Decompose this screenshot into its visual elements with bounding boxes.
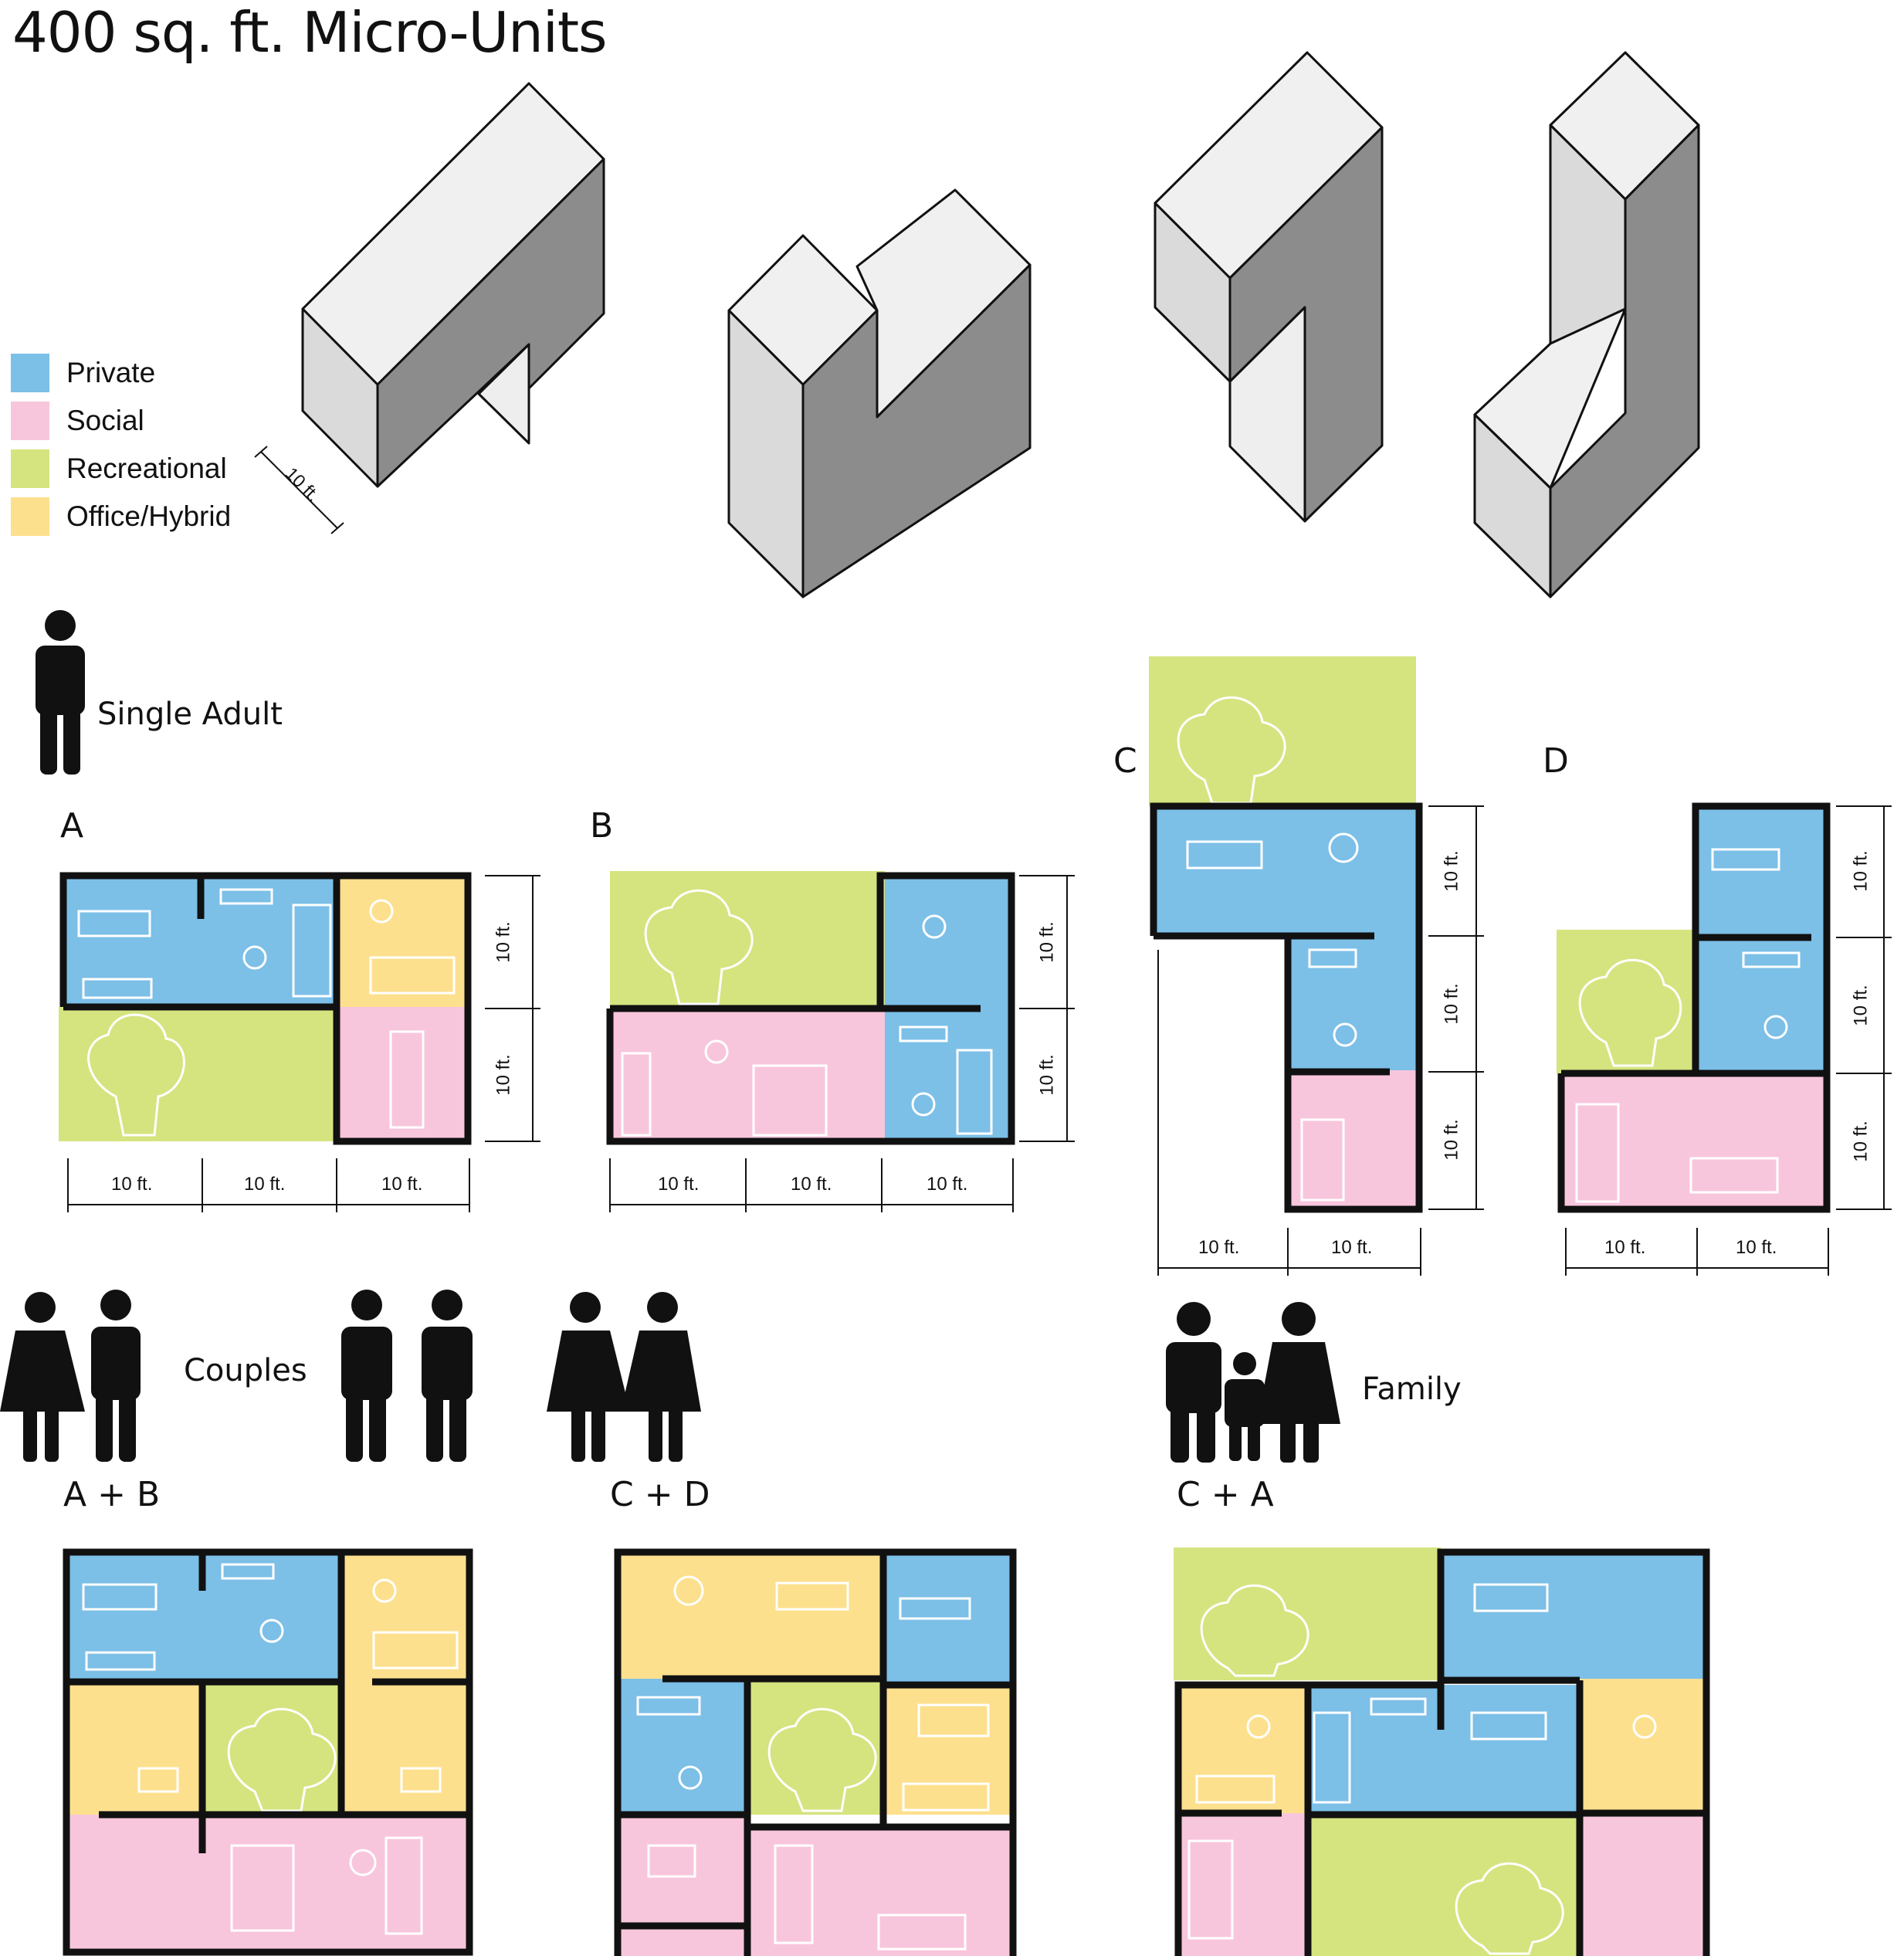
unit-d-label: D [1543, 741, 1569, 781]
plan-d-width-1: 10 ft. [1604, 1237, 1646, 1258]
plan-b-height-2: 10 ft. [1036, 1054, 1058, 1096]
plan-d-height-3: 10 ft. [1850, 1120, 1872, 1162]
plan-a-width-3: 10 ft. [381, 1174, 423, 1195]
legend-item-office: Office/Hybrid [11, 493, 231, 541]
single-adult-icon [36, 610, 85, 775]
couple-men-icon [341, 1290, 473, 1462]
legend-item-private: Private [11, 349, 231, 397]
unit-b-label: B [590, 806, 614, 846]
plan-c-height-2: 10 ft. [1441, 983, 1462, 1025]
legend-label: Private [66, 357, 156, 388]
plan-b-height-1: 10 ft. [1036, 921, 1058, 963]
persona-single-label: Single Adult [97, 697, 283, 732]
plan-d-width-2: 10 ft. [1736, 1237, 1777, 1258]
plan-c-height-1: 10 ft. [1441, 850, 1462, 892]
legend-item-social: Social [11, 397, 231, 445]
combo-cd-label: C + D [610, 1475, 710, 1514]
legend-label: Office/Hybrid [66, 500, 232, 532]
legend-swatch-recreational [11, 449, 49, 488]
legend: Private Social Recreational Office/Hybri… [11, 349, 231, 541]
floor-plan-b [606, 871, 1075, 1212]
plan-c-width-1: 10 ft. [1198, 1237, 1240, 1258]
plan-a-width-2: 10 ft. [244, 1174, 286, 1195]
plan-c-height-3: 10 ft. [1441, 1119, 1462, 1161]
unit-c-label: C [1113, 741, 1137, 781]
combo-ab-label: A + B [63, 1475, 161, 1514]
floor-plan-c [1149, 656, 1484, 1276]
floor-plan-combo-ab [63, 1548, 473, 1956]
combo-ca-label: C + A [1177, 1475, 1274, 1514]
legend-swatch-private [11, 354, 49, 392]
persona-family-label: Family [1362, 1371, 1462, 1407]
floor-plan-a [59, 872, 540, 1212]
persona-couples-label: Couples [184, 1353, 307, 1388]
couple-women-icon [547, 1292, 701, 1462]
plan-d-height-2: 10 ft. [1850, 985, 1872, 1026]
plan-a-height-2: 10 ft. [493, 1054, 514, 1096]
plan-c-width-2: 10 ft. [1331, 1237, 1373, 1258]
floor-plan-d [1557, 802, 1892, 1276]
floor-plan-combo-ca [1174, 1548, 1710, 1956]
plan-b-width-2: 10 ft. [791, 1174, 832, 1195]
floor-plan-combo-cd [614, 1548, 1017, 1956]
legend-label: Social [66, 405, 144, 436]
plan-a-height-1: 10 ft. [493, 921, 514, 963]
legend-label: Recreational [66, 453, 227, 484]
plan-b-width-1: 10 ft. [658, 1174, 700, 1195]
couple-mixed-icon [0, 1290, 141, 1462]
family-icon [1166, 1302, 1340, 1463]
unit-a-label: A [60, 806, 84, 846]
plan-b-width-3: 10 ft. [927, 1174, 968, 1195]
legend-swatch-office [11, 497, 49, 536]
page-title: 400 sq. ft. Micro-Units [12, 0, 608, 65]
iso-block-a [254, 51, 1700, 598]
plan-a-width-1: 10 ft. [111, 1174, 153, 1195]
plan-d-height-1: 10 ft. [1850, 850, 1872, 892]
legend-swatch-social [11, 402, 49, 440]
legend-item-recreational: Recreational [11, 445, 231, 493]
